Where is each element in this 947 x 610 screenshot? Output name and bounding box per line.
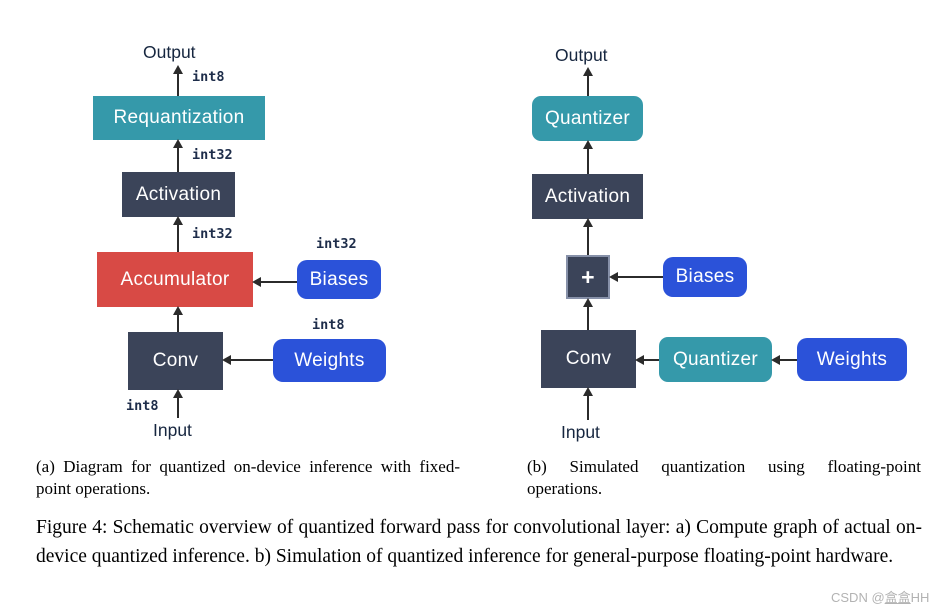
arrow-head-icon: [583, 298, 593, 307]
node-activation-a: Activation: [122, 172, 235, 217]
arrow-conv-to-add: [582, 298, 594, 330]
arrow-head-icon: [609, 272, 618, 282]
arrow-input-to-conv-b: [582, 387, 594, 420]
node-quantizer-weights: Quantizer: [659, 337, 772, 382]
arrow-head-icon: [222, 355, 231, 365]
arrow-line: [587, 73, 589, 96]
arrow-line: [587, 224, 589, 255]
dtype-label-input-a: int8: [126, 398, 159, 414]
subcaption-b: (b) Simulated quantization using floatin…: [527, 457, 921, 498]
node-weights-b: Weights: [797, 338, 907, 381]
arrow-line: [777, 359, 797, 361]
node-activation-b: Activation: [532, 174, 643, 219]
arrow-biases-to-accumulator: [252, 276, 297, 288]
node-weights-a: Weights: [273, 339, 386, 382]
node-accumulator: Accumulator: [97, 252, 253, 307]
arrow-requantization-to-output: [172, 65, 184, 96]
arrow-add-to-activation: [582, 218, 594, 255]
dtype-label-biases-a: int32: [316, 236, 357, 252]
node-biases-a: Biases: [297, 260, 381, 299]
input-label-b: Input: [561, 422, 600, 442]
arrow-head-icon: [583, 387, 593, 396]
arrow-line: [641, 359, 659, 361]
watermark-handle: 盒盒: [884, 590, 911, 605]
arrow-head-icon: [173, 306, 183, 315]
arrow-head-icon: [173, 216, 183, 225]
arrow-line: [228, 359, 273, 361]
arrow-weights-to-quantizer: [771, 354, 797, 366]
arrow-line: [177, 222, 179, 252]
input-label-a: Input: [153, 420, 192, 440]
arrow-activation-to-quantizer: [582, 140, 594, 174]
arrow-head-icon: [173, 139, 183, 148]
arrow-line: [587, 304, 589, 330]
arrow-weights-to-conv-a: [222, 354, 273, 366]
arrow-quantizer-to-output: [582, 67, 594, 96]
watermark-prefix: CSDN @: [831, 590, 885, 605]
watermark: CSDN @盒盒HH: [831, 587, 929, 606]
node-requantization: Requantization: [93, 96, 265, 140]
arrow-line: [587, 146, 589, 174]
node-add: +: [566, 255, 610, 299]
node-quantizer-top: Quantizer: [532, 96, 643, 141]
arrow-line: [177, 71, 179, 96]
arrow-head-icon: [635, 355, 644, 365]
arrow-head-icon: [252, 277, 261, 287]
output-label-b: Output: [555, 45, 608, 65]
arrow-conv-to-accumulator: [172, 306, 184, 332]
arrow-line: [177, 395, 179, 418]
arrow-input-to-conv-a: [172, 389, 184, 418]
arrow-head-icon: [583, 67, 593, 76]
node-conv-a: Conv: [128, 332, 223, 390]
dtype-label-accumulator-out: int32: [192, 226, 233, 242]
node-conv-b: Conv: [541, 330, 636, 388]
node-biases-b: Biases: [663, 257, 747, 297]
arrow-head-icon: [583, 218, 593, 227]
dtype-label-output-a: int8: [192, 69, 225, 85]
arrow-line: [258, 281, 297, 283]
dtype-label-weights-a: int8: [312, 317, 345, 333]
subcaption-a: (a) Diagram for quantized on-device infe…: [36, 457, 460, 498]
arrow-biases-to-add: [609, 271, 663, 283]
figure-caption: Figure 4: Schematic overview of quantize…: [36, 517, 922, 567]
arrow-line: [587, 393, 589, 420]
arrow-quantizer-to-conv: [635, 354, 659, 366]
arrow-line: [177, 312, 179, 332]
arrow-head-icon: [771, 355, 780, 365]
arrow-accumulator-to-activation: [172, 216, 184, 252]
arrow-head-icon: [583, 140, 593, 149]
arrow-head-icon: [173, 65, 183, 74]
watermark-handle-rest: HH: [910, 590, 930, 605]
arrow-activation-to-requantization: [172, 139, 184, 172]
arrow-line: [615, 276, 663, 278]
arrow-head-icon: [173, 389, 183, 398]
arrow-line: [177, 145, 179, 172]
dtype-label-requant-in: int32: [192, 147, 233, 163]
output-label-a: Output: [143, 42, 196, 62]
